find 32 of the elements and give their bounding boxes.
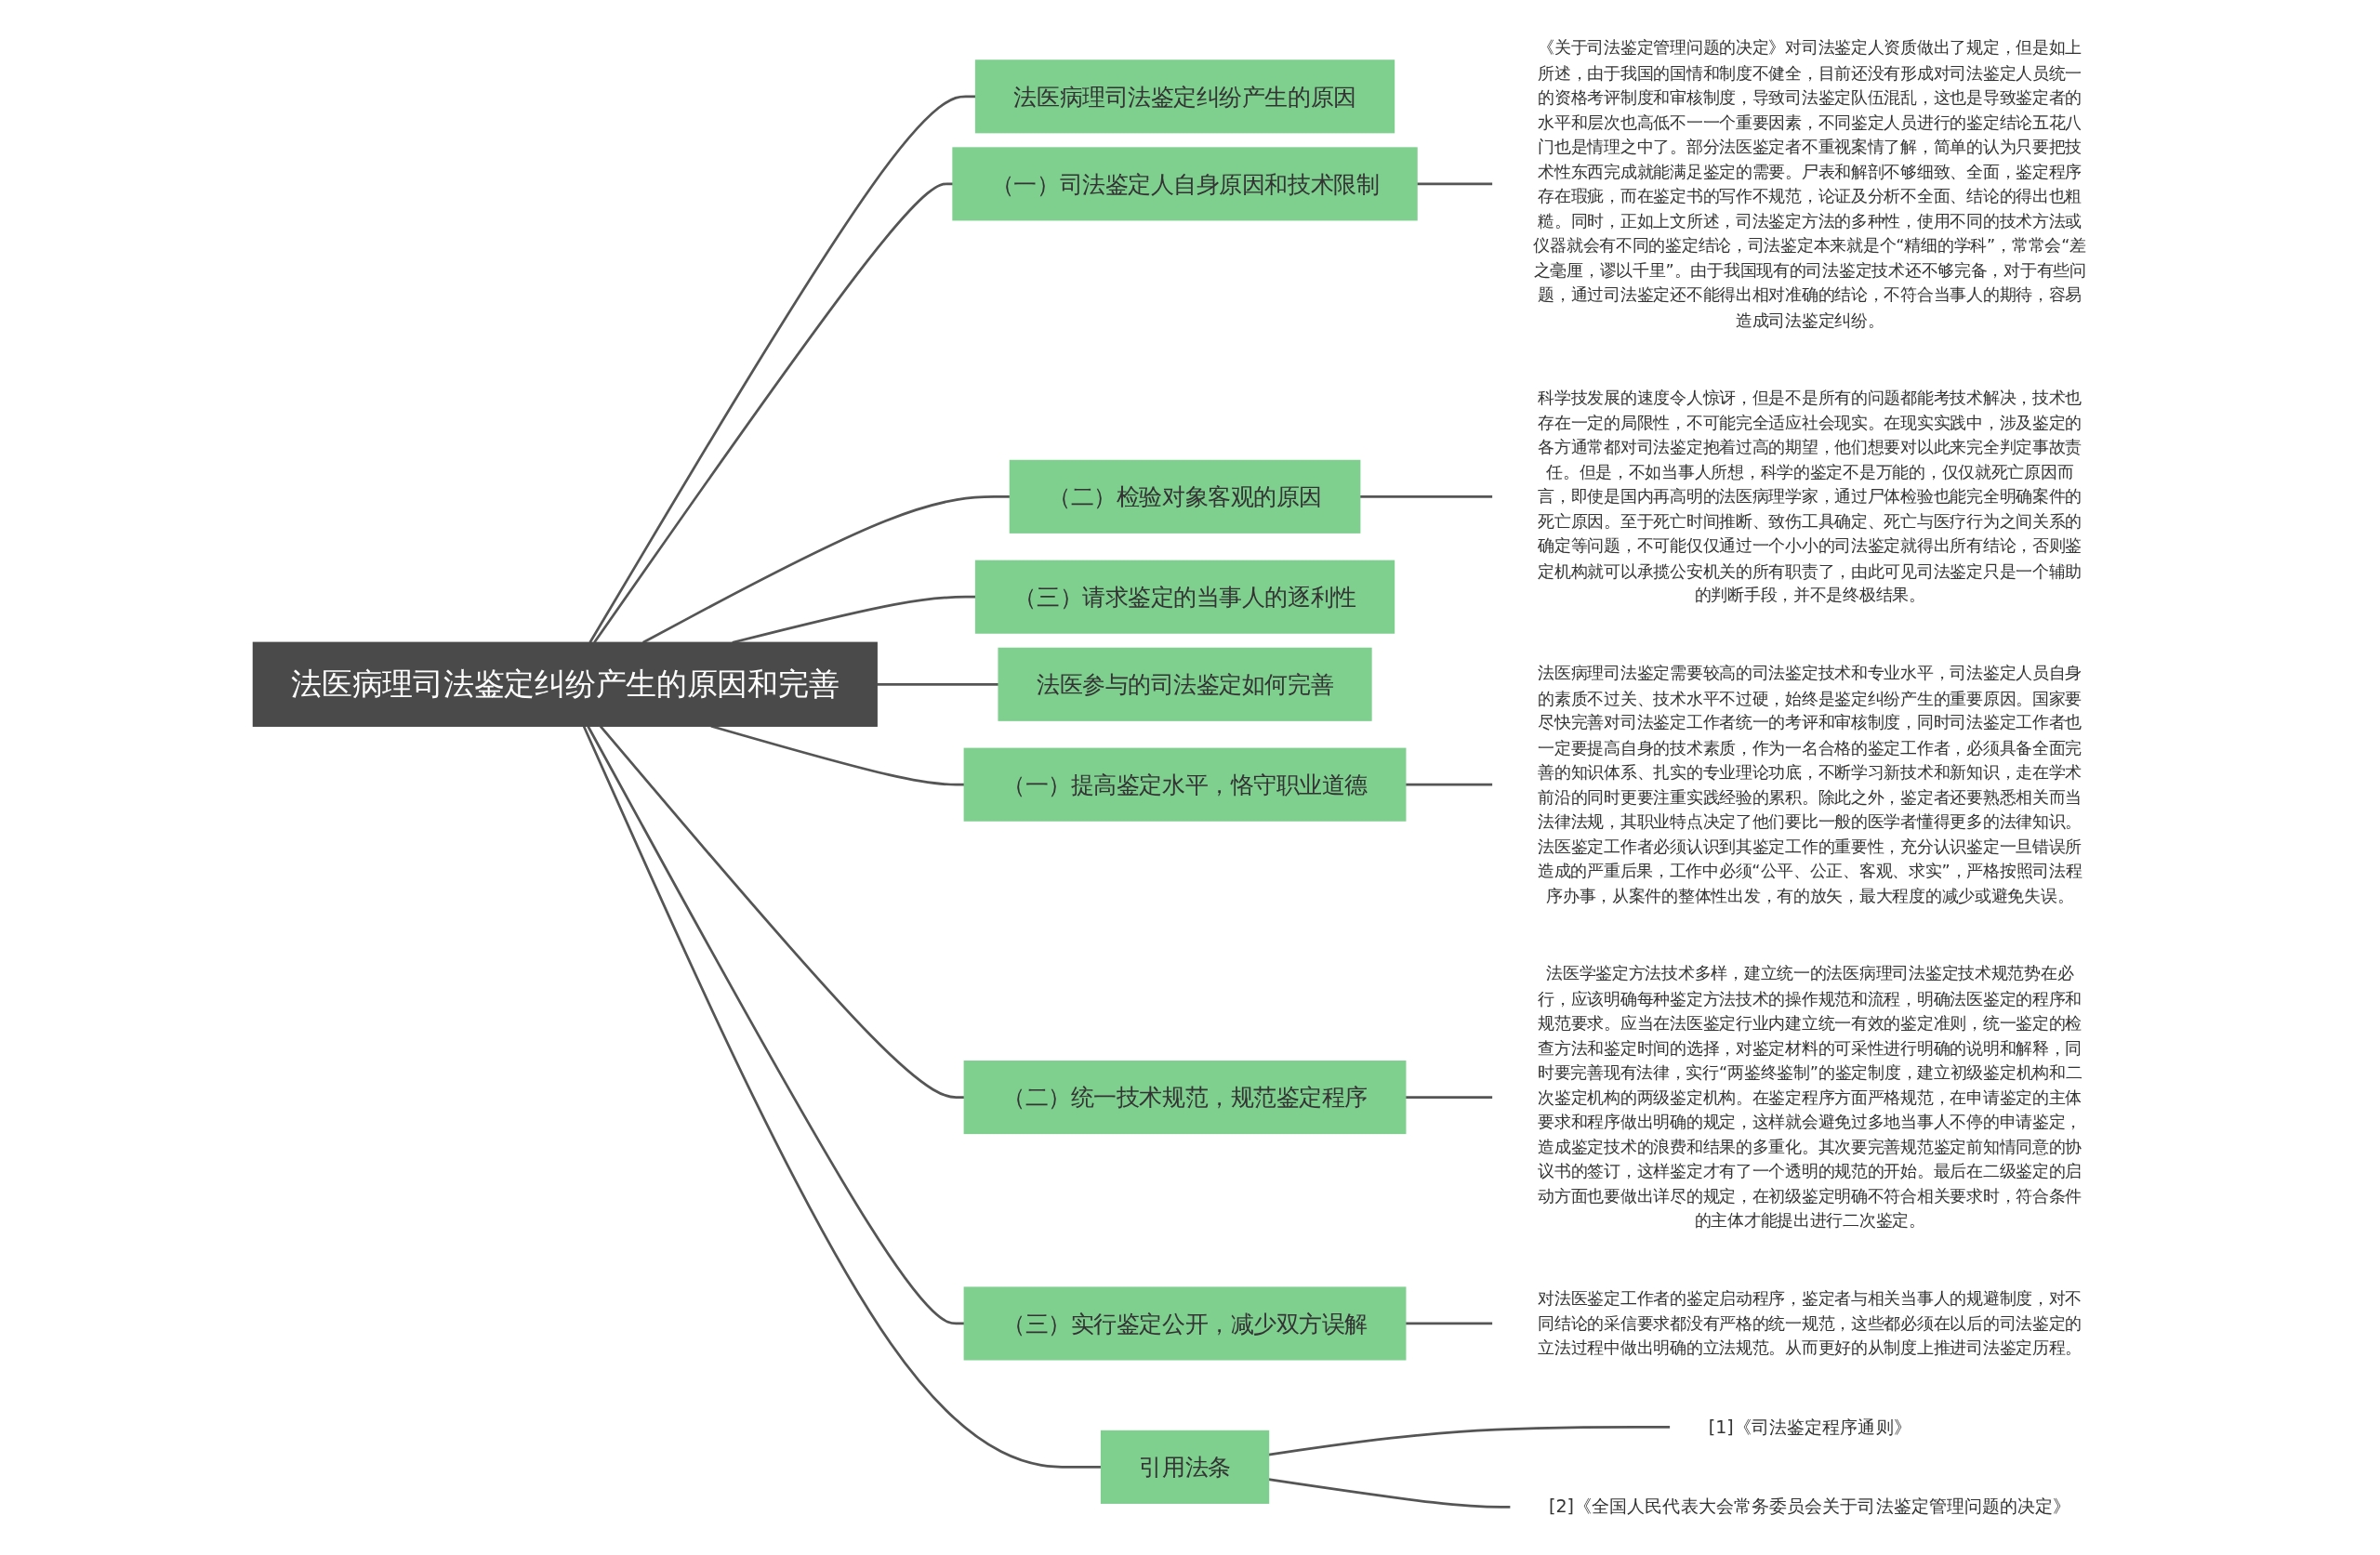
node-box: 法医病理司法鉴定纠纷产生的原因和完善 bbox=[252, 641, 878, 727]
node-box: 法医病理司法鉴定纠纷产生的原因 bbox=[974, 59, 1395, 133]
node-box: （一）司法鉴定人自身原因和技术限制 bbox=[952, 146, 1418, 220]
connector bbox=[1417, 182, 1493, 185]
node-text: [1]《司法鉴定程序通则》 bbox=[1708, 1416, 1911, 1437]
node-box: 法医参与的司法鉴定如何完善 bbox=[998, 647, 1372, 721]
connector bbox=[877, 682, 999, 686]
connector bbox=[642, 494, 1011, 643]
node-box: （三）实行鉴定公开，减少双方误解 bbox=[963, 1285, 1407, 1360]
connector bbox=[1405, 783, 1493, 786]
node-text: 科学技发展的速度令人惊讶，但是不是所有的问题都能考技术解决，技术也存在一定的局限性，不可能完全适应社会现实。在现实实践中，涉及鉴定的各方通常都对司法鉴定抱着过高的期望，他们想要对以此来完全判定事故责任。但是，不如当事人所想，科学的鉴定不是万能的，仅仅就死亡原因而言，即使是国内再高明的法医病理学家，通过尸体检验也能完全明确案件的死亡原因。至于死亡时间推断、致伤工具确定、死亡与医疗行为之间关系的确定等问题，不可能仅仅通过一个小小的司法鉴定就得出所有结论，否则鉴定机构就可以承揽公安机关的所有职责了，由此可见司法鉴定只是一个辅助的判断手段，并不是终极结果。 bbox=[1538, 387, 2082, 605]
connector bbox=[710, 724, 965, 786]
connector bbox=[1268, 1477, 1512, 1509]
connector bbox=[593, 182, 954, 643]
connector bbox=[582, 725, 1102, 1469]
node-box: （一）提高鉴定水平，恪守职业道德 bbox=[963, 747, 1407, 822]
connector bbox=[587, 725, 965, 1324]
connector bbox=[1359, 494, 1493, 498]
connector bbox=[588, 94, 976, 643]
node-text: 法医学鉴定方法技术多样，建立统一的法医病理司法鉴定技术规范势在必行，应该明确每种鉴定方法技术的操作规范和流程，明确法医鉴定的程序和规范要求。应当在法医鉴定行业内建立统一有效的鉴定准则，统一鉴定的检查方法和鉴定时间的选择，对鉴定材料的可采性进行明确的说明和解释，同时要完善现有法律，实行“两鉴终鉴制”的鉴定制度，建立初级鉴定机构和二次鉴定机构的两级鉴定机构。在鉴定程序方面严格规范，在申请鉴定的主体要求和程序做出明确的规定，这样就会避免过多地当事人不停的申请鉴定，造成鉴定技术的浪费和结果的多重化。其次要完善规范鉴定前知情同意的协议书的签订，这样鉴定才有了一个透明的规范的开始。最后在二级鉴定的启动方面也要做出详尽的规定，在初级鉴定明确不符合相关要求时，符合条件的主体才能提出进行二次鉴定。 bbox=[1537, 963, 2082, 1230]
connector bbox=[599, 724, 965, 1099]
node-box: （二）检验对象客观的原因 bbox=[1009, 459, 1361, 534]
connector bbox=[1405, 1095, 1493, 1099]
node-box: （三）请求鉴定的当事人的逐利性 bbox=[974, 560, 1395, 634]
node-text: 法医病理司法鉴定需要较高的司法鉴定技术和专业水平，司法鉴定人员自身的素质不过关、技术水平不过硬，始终是鉴定纠纷产生的重要原因。国家要尽快完善对司法鉴定工作者统一的考评和审核制度，同时司法鉴定工作者也一定要提高自身的技术素质，作为一名合格的鉴定工作者，必须具备全面完善的知识体系、扎实的专业理论功底，不断学习新技术和新知识，走在学术前沿的同时更要注重实践经验的累积。除此之外，鉴定者还要熟悉相关而当法律法规，其职业特点决定了他们要比一般的医学者懂得更多的法律知识。法医鉴定工作者必须认识到其鉴定工作的重要性，充分认识鉴定一旦错误所造成的严重后果，工作中必须“公平、公正、客观、求实”，严格按照司法程序办事，从案件的整体性出发，有的放矢，最大程度的减少或避免失误。 bbox=[1537, 663, 2082, 905]
node-box: （二）统一技术规范，规范鉴定程序 bbox=[963, 1060, 1407, 1134]
node-text: 《关于司法鉴定管理问题的决定》对司法鉴定人资质做出了规定，但是如上所述，由于我国的国情和制度不健全，目前还没有形成对司法鉴定人员统一的资格考评制度和审核制度，导致司法鉴定队伍混乱，这也是导致鉴定者的水平和层次也高低不一一个重要因素，不同鉴定人员进行的鉴定结论五花八门也是情理之中了。部分法医鉴定者不重视案情了解，简单的认为只要把技术性东西完成就能满足鉴定的需要。尸表和解剖不够细致、全面，鉴定程序存在瑕疵，而在鉴定书的写作不规范，论证及分析不全面、结论的得出也粗糙。同时，正如上文所述，司法鉴定方法的多种性，使用不同的技术方法或仪器就会有不同的鉴定结论，司法鉴定本来就是个“精细的学科”，常常会“差之毫厘，谬以千里”。由于我国现有的司法鉴定技术还不够完备，对于有些问题，通过司法鉴定还不能得出相对准确的结论，不符合当事人的期待，容易造成司法鉴定纠纷。 bbox=[1533, 37, 2087, 329]
connector bbox=[1405, 1322, 1493, 1324]
node-box: 引用法条 bbox=[1100, 1430, 1270, 1504]
node-text: [2]《全国人民代表大会常务委员会关于司法鉴定管理问题的决定》 bbox=[1548, 1496, 2071, 1517]
connector bbox=[1268, 1425, 1671, 1456]
node-text: 对法医鉴定工作者的鉴定启动程序，鉴定者与相关当事人的规避制度，对不同结论的采信要求都没有严格的统一规范，这些都必须在以后的司法鉴定的立法过程中做出明确的立法规范。从而更好的从制度上推进司法鉴定历程。 bbox=[1538, 1288, 2082, 1357]
